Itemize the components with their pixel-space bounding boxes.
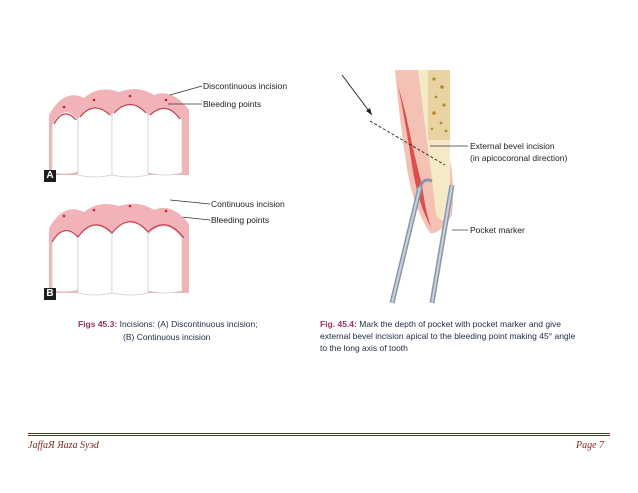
- footer-page-number: Page 7: [576, 440, 605, 451]
- figure-b-label-bleeding: Bleeding points: [211, 215, 270, 225]
- caption-right: Fig. 45.4: Mark the depth of pocket with…: [320, 318, 620, 330]
- footer-rule-top: [28, 433, 610, 434]
- caption-right-line2: external bevel incision apical to the bl…: [320, 331, 576, 341]
- caption-right-line3: to the long axis of tooth: [320, 343, 408, 353]
- caption-left: Figs 45.3: Incisions: (A) Discontinuous …: [78, 318, 258, 330]
- figure-a-label-incision: Discontinuous incision: [203, 81, 288, 91]
- figure-a-teeth: [49, 89, 189, 178]
- figure-right-label-marker: Pocket marker: [470, 225, 525, 235]
- caption-left-line2: (B) Continuous incision: [123, 332, 211, 342]
- figure-b-label-incision: Continuous incision: [211, 199, 285, 209]
- figure-a-label-bleeding: Bleeding points: [203, 99, 262, 109]
- figure-right-label-bevel-dir: (in apicocoronal direction): [470, 153, 568, 163]
- footer-rule-bottom: [28, 435, 610, 436]
- figure-right-tooth-section: [341, 70, 455, 304]
- caption-left-fig: Figs 45.3:: [78, 319, 118, 329]
- caption-right-fig: Fig. 45.4:: [320, 319, 357, 329]
- figure-a-badge: A: [44, 170, 56, 182]
- caption-left-line1: Incisions: (A) Discontinuous incision;: [119, 319, 258, 329]
- footer-author: JaffaЯ Яaza Syэd: [28, 440, 99, 451]
- figure-b-teeth: [49, 203, 189, 296]
- figure-right-label-bevel: External bevel incision: [470, 141, 555, 151]
- caption-right-line1: Mark the depth of pocket with pocket mar…: [359, 319, 561, 329]
- figure-b-badge: B: [44, 288, 56, 300]
